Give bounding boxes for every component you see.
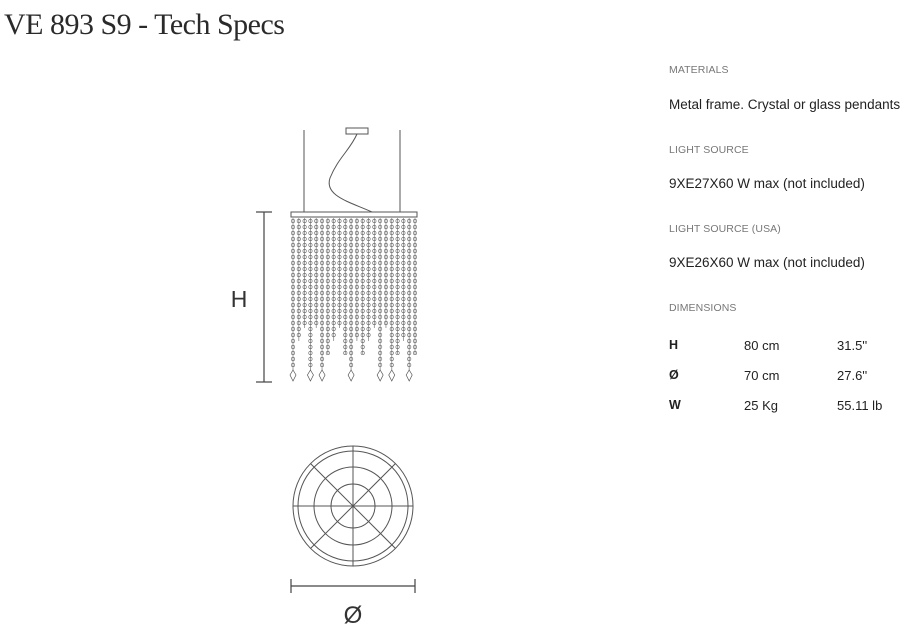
- dimension-imperial: 27.6'': [837, 367, 868, 383]
- materials-value: Metal frame. Crystal or glass pendants: [669, 97, 900, 112]
- dimensions-table: H 80 cm 31.5'' Ø 70 cm 27.6'' W 25 Kg 55…: [669, 330, 882, 420]
- dimensions-label: DIMENSIONS: [669, 302, 737, 314]
- dimension-key: H: [669, 338, 679, 352]
- height-marker-label: H: [231, 286, 248, 312]
- crystal-strands: [289, 218, 417, 382]
- dimension-key: Ø: [669, 368, 679, 382]
- dimension-row-height: H 80 cm 31.5'': [669, 330, 882, 360]
- light-source-value: 9XE27X60 W max (not included): [669, 176, 865, 191]
- dimension-row-diameter: Ø 70 cm 27.6'': [669, 360, 882, 390]
- dimension-imperial: 55.11 lb: [837, 397, 883, 413]
- dimension-metric: 70 cm: [744, 367, 780, 383]
- diameter-marker-label: Ø: [344, 602, 363, 629]
- chandelier-plan-drawing: [292, 445, 414, 567]
- light-source-usa-value: 9XE26X60 W max (not included): [669, 255, 865, 270]
- dimension-imperial: 31.5'': [837, 337, 868, 353]
- light-source-usa-label: LIGHT SOURCE (USA): [669, 223, 781, 235]
- light-source-label: LIGHT SOURCE: [669, 144, 749, 156]
- materials-label: MATERIALS: [669, 64, 729, 76]
- dimension-metric: 25 Kg: [744, 397, 778, 413]
- height-dimension-line: [256, 211, 272, 383]
- diameter-dimension-line: [290, 579, 416, 593]
- dimension-key: W: [669, 398, 681, 412]
- chandelier-elevation-drawing: [289, 127, 418, 382]
- dimension-metric: 80 cm: [744, 337, 780, 353]
- page-title: VE 893 S9 - Tech Specs: [4, 8, 285, 41]
- dimension-row-weight: W 25 Kg 55.11 lb: [669, 390, 882, 420]
- tech-specs-panel: MATERIALS Metal frame. Crystal or glass …: [669, 64, 900, 420]
